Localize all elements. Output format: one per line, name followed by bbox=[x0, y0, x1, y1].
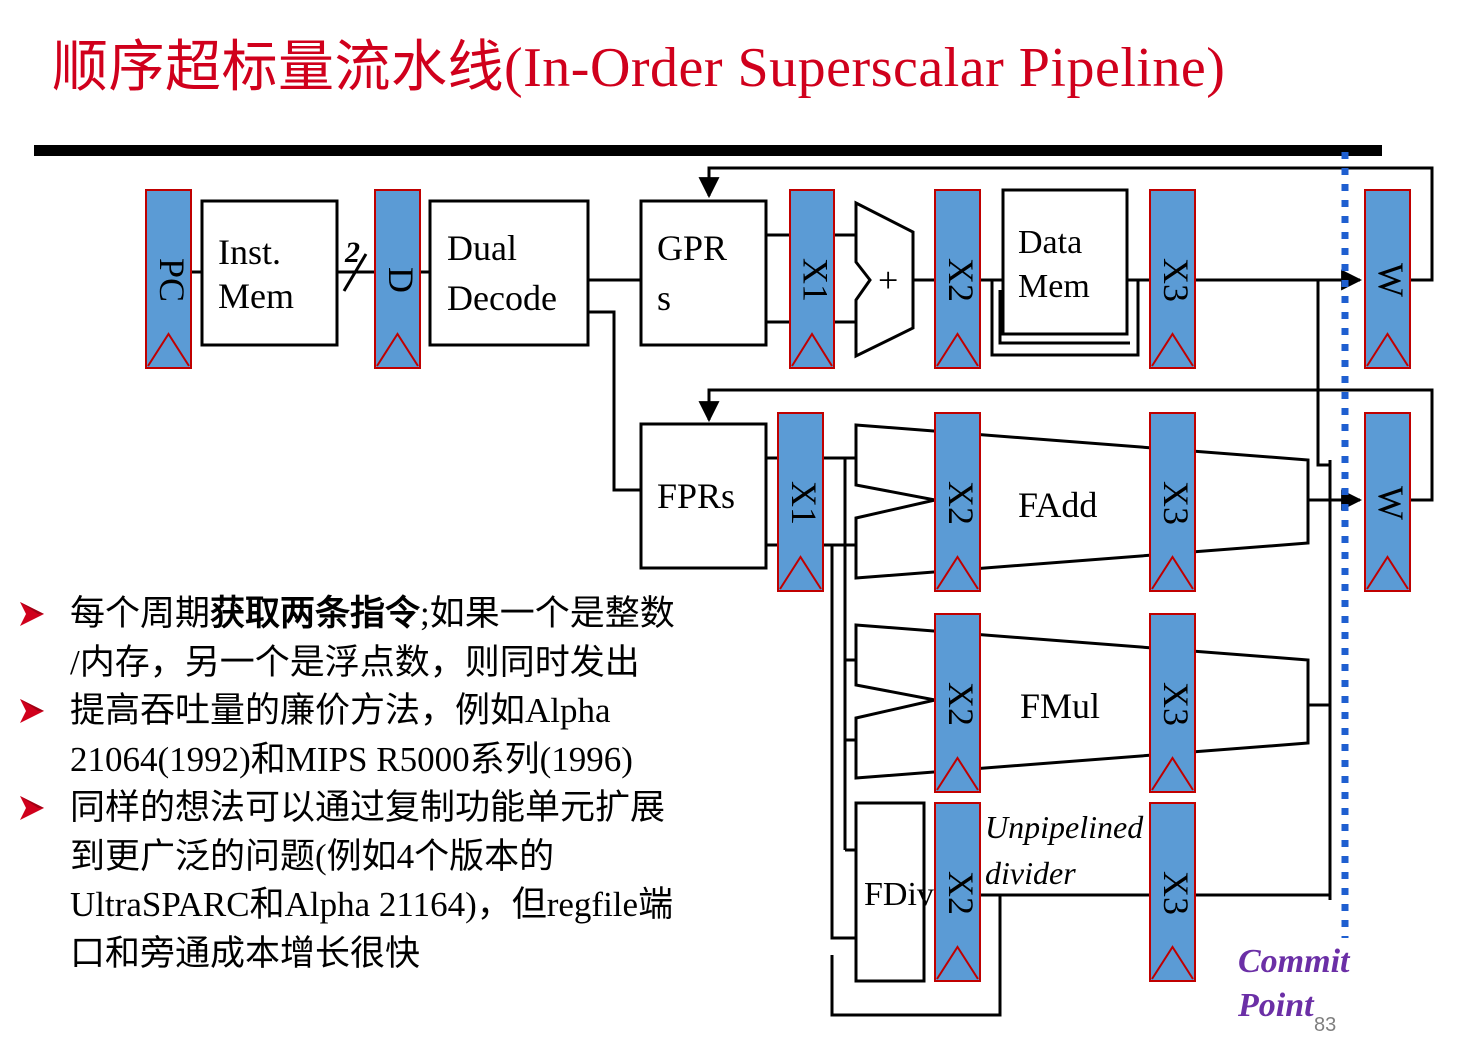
bullet-text: 到更广泛的问题(例如4个版本的 bbox=[70, 836, 555, 876]
register-label: X2 bbox=[941, 871, 981, 915]
dual-decode-block: Dual Decode bbox=[428, 199, 590, 347]
bullet-item: 每个周期获取两条指令;如果一个是整数 /内存，另一个是浮点数，则同时发出 bbox=[14, 590, 794, 687]
svg-text:Decode: Decode bbox=[447, 278, 557, 318]
svg-text:GPR: GPR bbox=[657, 228, 727, 268]
clock-edge-icon bbox=[936, 332, 979, 367]
fetch-width-label: 2 bbox=[344, 236, 360, 269]
svg-text:Mem: Mem bbox=[1018, 268, 1090, 305]
clock-edge-icon bbox=[1151, 756, 1194, 791]
data-mem-block: Data Mem bbox=[1001, 188, 1129, 336]
svg-text:divider: divider bbox=[985, 855, 1076, 891]
arrow-bullet-icon bbox=[20, 699, 44, 723]
svg-text:Point: Point bbox=[1237, 987, 1315, 1024]
bullet-list: 每个周期获取两条指令;如果一个是整数 /内存，另一个是浮点数，则同时发出 提高吞… bbox=[14, 590, 794, 978]
clock-edge-icon bbox=[791, 332, 833, 367]
alu-block: + bbox=[854, 200, 915, 359]
register-label: X1 bbox=[784, 481, 824, 525]
register-label: X2 bbox=[941, 258, 981, 302]
clock-edge-icon bbox=[376, 332, 419, 367]
fp-wires bbox=[698, 388, 1434, 1017]
inst-mem-block: Inst. Mem bbox=[200, 199, 339, 347]
register-fp-x1: X1 bbox=[777, 412, 824, 592]
register-label: W bbox=[1371, 263, 1411, 297]
fprs-block: FPRs bbox=[639, 422, 768, 570]
register-label: X3 bbox=[1156, 871, 1196, 915]
clock-edge-icon bbox=[1151, 555, 1194, 590]
bullet-text: 口和旁通成本增长很快 bbox=[70, 933, 421, 973]
bullet-text: 21064(1992)和MIPS R5000系列(1996) bbox=[70, 739, 633, 779]
clock-edge-icon bbox=[779, 555, 822, 590]
svg-text:FMul: FMul bbox=[1020, 686, 1100, 726]
register-label: X1 bbox=[796, 258, 836, 302]
fdiv-unit: FDiv bbox=[854, 801, 934, 983]
bullet-text: 每个周期 bbox=[70, 594, 211, 633]
register-int-x3: X3 bbox=[1149, 189, 1196, 369]
register-label: PC bbox=[152, 258, 192, 302]
svg-text:Mem: Mem bbox=[218, 276, 294, 316]
register-fdiv-x3: X3 bbox=[1149, 802, 1196, 982]
bullet-text: /内存，另一个是浮点数，则同时发出 bbox=[70, 642, 640, 682]
register-label: W bbox=[1371, 486, 1411, 520]
register-label: X3 bbox=[1156, 682, 1196, 726]
register-fmul-x2: X2 bbox=[934, 613, 981, 793]
register-label: X3 bbox=[1156, 481, 1196, 525]
svg-text:Dual: Dual bbox=[447, 228, 517, 268]
bullet-text: 提高吞吐量的廉价方法，例如Alpha bbox=[70, 691, 611, 730]
bullet-text-bold: 获取两条指令 bbox=[210, 594, 421, 633]
register-int-x1: X1 bbox=[789, 189, 836, 369]
register-fmul-x3: X3 bbox=[1149, 613, 1196, 793]
register-fdiv-x2: X2 bbox=[934, 802, 981, 982]
arrow-bullet-icon bbox=[20, 602, 44, 626]
register-fadd-x3: X3 bbox=[1149, 412, 1196, 592]
fmul-unit: FMul bbox=[854, 623, 1310, 780]
clock-edge-icon bbox=[936, 756, 979, 791]
svg-text:+: + bbox=[878, 260, 898, 300]
svg-text:Commit: Commit bbox=[1238, 943, 1351, 980]
unpipelined-divider-label: Unpipelined divider bbox=[985, 809, 1144, 891]
register-int-w: W bbox=[1364, 189, 1411, 369]
svg-text:Inst.: Inst. bbox=[218, 232, 281, 272]
integer-wires bbox=[191, 166, 1434, 492]
register-fadd-x2: X2 bbox=[934, 412, 981, 592]
svg-text:FPRs: FPRs bbox=[657, 476, 735, 516]
svg-text:Data: Data bbox=[1018, 224, 1082, 261]
bullet-item: 同样的想法可以通过复制功能单元扩展 到更广泛的问题(例如4个版本的 UltraS… bbox=[14, 784, 794, 978]
slide-title: 顺序超标量流水线(In-Order Superscalar Pipeline) bbox=[52, 37, 1226, 99]
arrow-bullet-icon bbox=[20, 796, 44, 820]
svg-text:FAdd: FAdd bbox=[1018, 485, 1097, 525]
fadd-unit: FAdd bbox=[854, 423, 1310, 580]
commit-point-label: Commit Point bbox=[1237, 943, 1351, 1024]
register-fp-w: W bbox=[1364, 412, 1411, 592]
register-d: D bbox=[374, 189, 421, 369]
clock-edge-icon bbox=[936, 555, 979, 590]
bullet-text: UltraSPARC和Alpha 21164)，但regfile端 bbox=[70, 885, 674, 924]
clock-edge-icon bbox=[147, 332, 190, 367]
gprs-block: GPR s bbox=[639, 199, 768, 347]
clock-edge-icon bbox=[1366, 332, 1409, 367]
register-pc: PC bbox=[145, 189, 192, 369]
register-label: X2 bbox=[941, 682, 981, 726]
register-label: D bbox=[381, 267, 421, 293]
page-number: 83 bbox=[1314, 1014, 1337, 1036]
clock-edge-icon bbox=[936, 945, 979, 980]
title-underline bbox=[34, 145, 1382, 156]
svg-text:Unpipelined: Unpipelined bbox=[985, 809, 1144, 845]
svg-text:s: s bbox=[657, 278, 671, 318]
bullet-item: 提高吞吐量的廉价方法，例如Alpha 21064(1992)和MIPS R500… bbox=[14, 687, 794, 784]
register-label: X2 bbox=[941, 481, 981, 525]
clock-edge-icon bbox=[1151, 332, 1194, 367]
bullet-text: ;如果一个是整数 bbox=[420, 594, 675, 633]
clock-edge-icon bbox=[1151, 945, 1194, 980]
clock-edge-icon bbox=[1366, 555, 1409, 590]
svg-text:FDiv: FDiv bbox=[864, 876, 934, 913]
register-label: X3 bbox=[1156, 258, 1196, 302]
bullet-text: 同样的想法可以通过复制功能单元扩展 bbox=[70, 788, 666, 827]
register-int-x2: X2 bbox=[934, 189, 981, 369]
